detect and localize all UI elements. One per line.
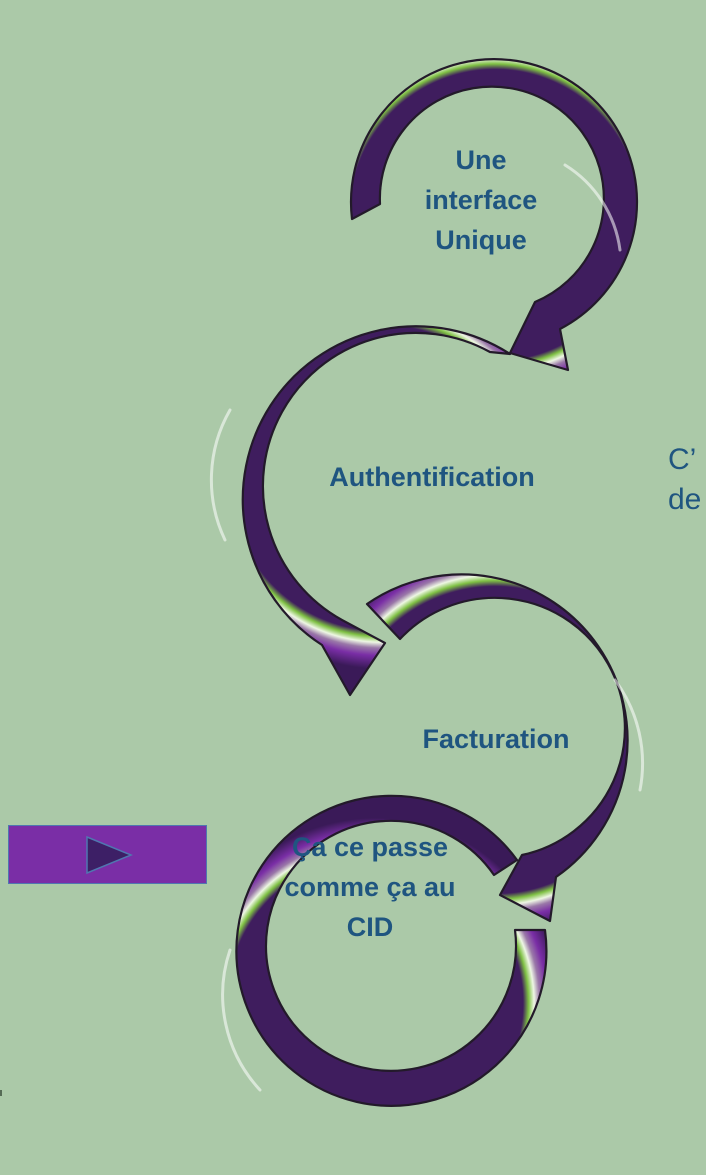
arrow-1 (349, 58, 639, 372)
arrow-3 (365, 573, 645, 923)
side-text-line-1: C’ (668, 443, 697, 476)
arrow-4 (221, 794, 548, 1107)
side-text-line-2: de (668, 483, 702, 516)
step-label-cid: Ça ce passe comme ça au CID (284, 832, 456, 942)
arrow-2 (209, 325, 512, 697)
play-triangle-icon (86, 835, 133, 875)
step-label-facturation: Facturation (422, 724, 570, 754)
play-button[interactable] (8, 825, 207, 884)
corner-mark (0, 1090, 2, 1096)
step-label-interface-unique: Une interface Unique (424, 145, 538, 255)
step-label-authentification: Authentification (329, 462, 535, 492)
